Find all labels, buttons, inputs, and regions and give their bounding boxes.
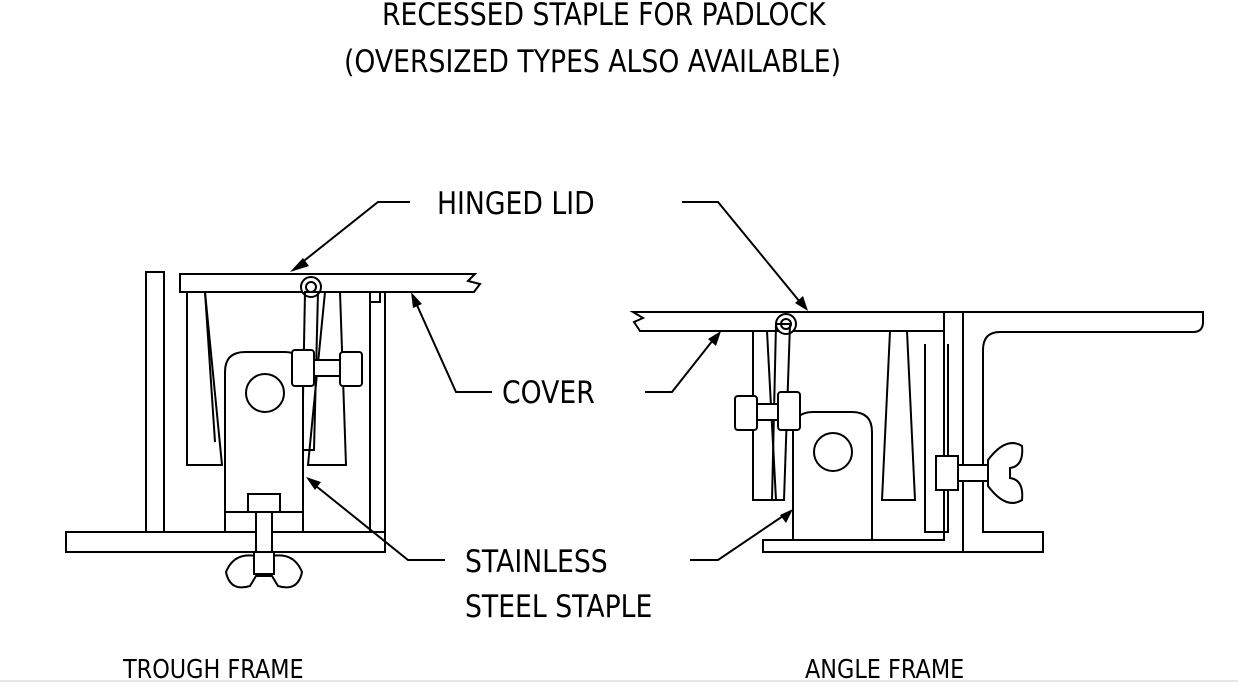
angle-side-bolt-head	[935, 455, 959, 491]
trough-hinged-lid	[179, 273, 482, 293]
trough-left-flange	[145, 271, 165, 532]
trough-bolt-nut-left	[291, 349, 315, 387]
angle-side-bolt-shank	[957, 464, 989, 482]
trough-right-support	[306, 291, 348, 466]
arrowhead-cover-right	[708, 331, 721, 346]
arrowhead-hinged-lid-right	[795, 296, 808, 311]
title-line-1: RECESSED STAPLE FOR PADLOCK	[382, 0, 826, 33]
angle-frame-outer	[944, 311, 1204, 553]
angle-cover-plate	[629, 311, 944, 332]
angle-bolt-shank	[756, 403, 779, 421]
angle-left-support	[752, 330, 778, 501]
leader-hinged-lid-right	[682, 201, 801, 303]
title-line-2: (OVERSIZED TYPES ALSO AVAILABLE)	[344, 44, 842, 80]
arrowhead-staple-right	[780, 509, 793, 523]
angle-staple-body	[792, 411, 873, 541]
angle-wing-nut	[987, 442, 1024, 504]
angle-right-support	[880, 330, 917, 501]
trough-bottom-bolt-head	[247, 493, 281, 513]
leader-hinged-lid-left	[299, 201, 410, 265]
callout-cover: COVER	[502, 375, 595, 411]
caption-trough-frame: TROUGH FRAME	[123, 655, 304, 685]
caption-angle-frame: ANGLE FRAME	[805, 655, 965, 685]
callout-staple-line-1: STAINLESS	[465, 544, 608, 580]
angle-bolt-nut-left	[734, 395, 758, 431]
angle-staple-hole	[813, 432, 853, 472]
trough-stop-block	[369, 291, 381, 303]
trough-base-plate	[65, 531, 386, 553]
angle-frame-drawing	[629, 311, 1204, 553]
leader-lines	[290, 201, 808, 561]
leader-cover-left	[415, 302, 492, 393]
trough-left-support	[186, 291, 224, 466]
trough-bolt-nut-right	[339, 351, 363, 387]
arrowhead-hinged-lid-left	[290, 258, 309, 272]
leader-staple-right	[690, 515, 784, 561]
leader-cover-right	[645, 339, 714, 393]
arrowhead-cover-left	[411, 292, 422, 308]
arrowhead-staple-left	[306, 477, 321, 490]
trough-staple-hole	[245, 373, 285, 413]
callout-staple-line-2: STEEL STAPLE	[465, 589, 653, 625]
leader-staple-left	[315, 485, 445, 561]
trough-bolt-shank	[313, 359, 341, 377]
angle-hinged-lid	[783, 311, 945, 332]
angle-bolt-nut-right	[777, 391, 801, 431]
callout-hinged-lid: HINGED LID	[437, 186, 595, 222]
trough-frame-drawing	[65, 271, 482, 589]
angle-inner-box	[924, 344, 949, 533]
